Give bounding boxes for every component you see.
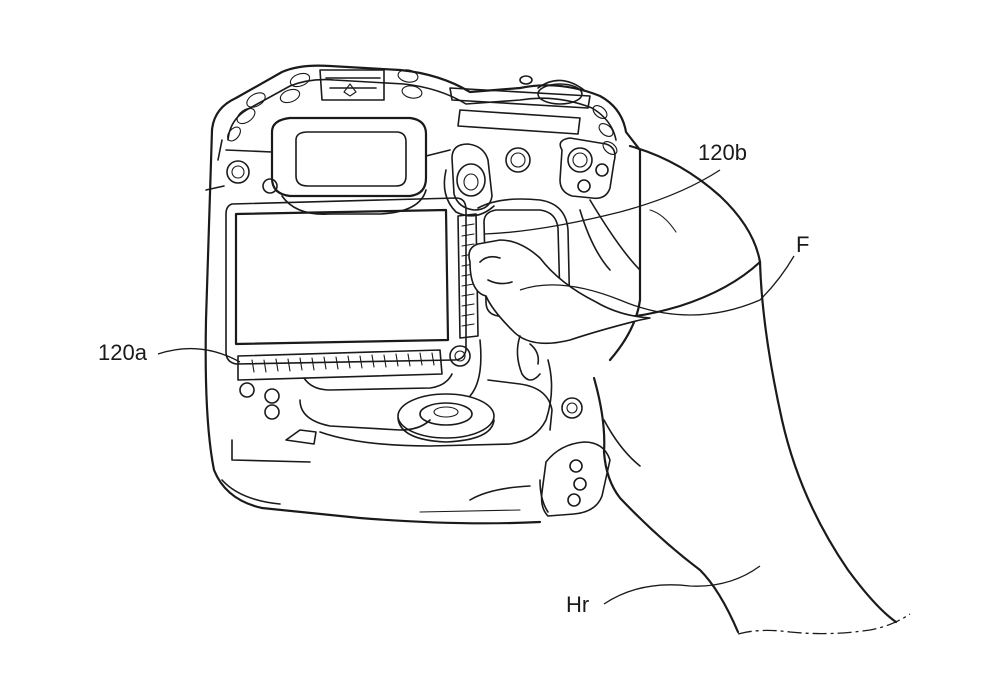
lcd-screen xyxy=(225,197,467,365)
label-f: F xyxy=(796,232,809,257)
button-120a xyxy=(237,349,453,391)
top-plate xyxy=(227,69,618,155)
leader-120a xyxy=(157,347,241,363)
leader-hr xyxy=(603,565,761,605)
leader-f xyxy=(519,255,795,316)
right-hand xyxy=(468,144,911,635)
viewfinder xyxy=(225,116,451,215)
leader-120b xyxy=(483,169,721,235)
label-120b: 120b xyxy=(698,140,747,165)
label-hr: Hr xyxy=(566,592,589,617)
reference-labels: 120b F 120a Hr xyxy=(98,140,809,617)
body-buttons xyxy=(226,137,616,445)
leader-lines xyxy=(157,169,795,605)
label-120a: 120a xyxy=(98,340,148,365)
rear-panel xyxy=(299,198,571,447)
camera-grip xyxy=(540,209,611,517)
joystick xyxy=(443,143,495,217)
